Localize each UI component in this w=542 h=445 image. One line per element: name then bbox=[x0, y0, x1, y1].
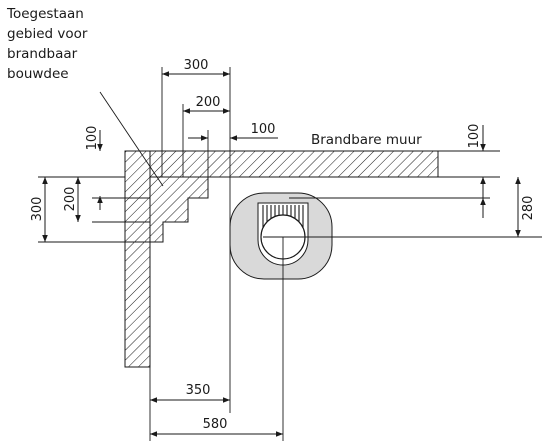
zone-note-line-3: brandbaar bbox=[7, 46, 78, 62]
dim-300-left: 300 bbox=[30, 197, 45, 222]
zone-note: Toegestaan gebied voor brandbaar bouwdee bbox=[6, 6, 92, 82]
dim-100-top: 100 bbox=[251, 122, 276, 137]
dim-580-bottom: 580 bbox=[203, 417, 228, 432]
dim-200-top: 200 bbox=[196, 95, 221, 110]
dim-300-top: 300 bbox=[184, 58, 209, 73]
zone-note-line-4: bouwdee bbox=[7, 66, 69, 82]
permitted-zone bbox=[149, 176, 209, 243]
zone-leader-line bbox=[99, 91, 164, 187]
horizontal-dimensions bbox=[150, 71, 283, 437]
vertical-dimensions bbox=[42, 125, 521, 242]
extension-lines bbox=[38, 67, 542, 441]
dim-280-right: 280 bbox=[521, 196, 536, 221]
combustible-wall bbox=[124, 150, 439, 368]
dim-100-left: 100 bbox=[85, 126, 100, 151]
dim-100-right: 100 bbox=[467, 124, 482, 149]
horizontal-wall bbox=[124, 150, 439, 178]
zone-note-line-2: gebied voor bbox=[7, 26, 88, 42]
dim-350-bottom: 350 bbox=[186, 383, 211, 398]
dim-200-left: 200 bbox=[63, 187, 78, 212]
vertical-wall bbox=[124, 150, 151, 368]
appliance-top-view bbox=[229, 192, 333, 280]
zone-note-line-1: Toegestaan bbox=[6, 6, 84, 22]
wall-label: Brandbare muur bbox=[311, 132, 422, 148]
